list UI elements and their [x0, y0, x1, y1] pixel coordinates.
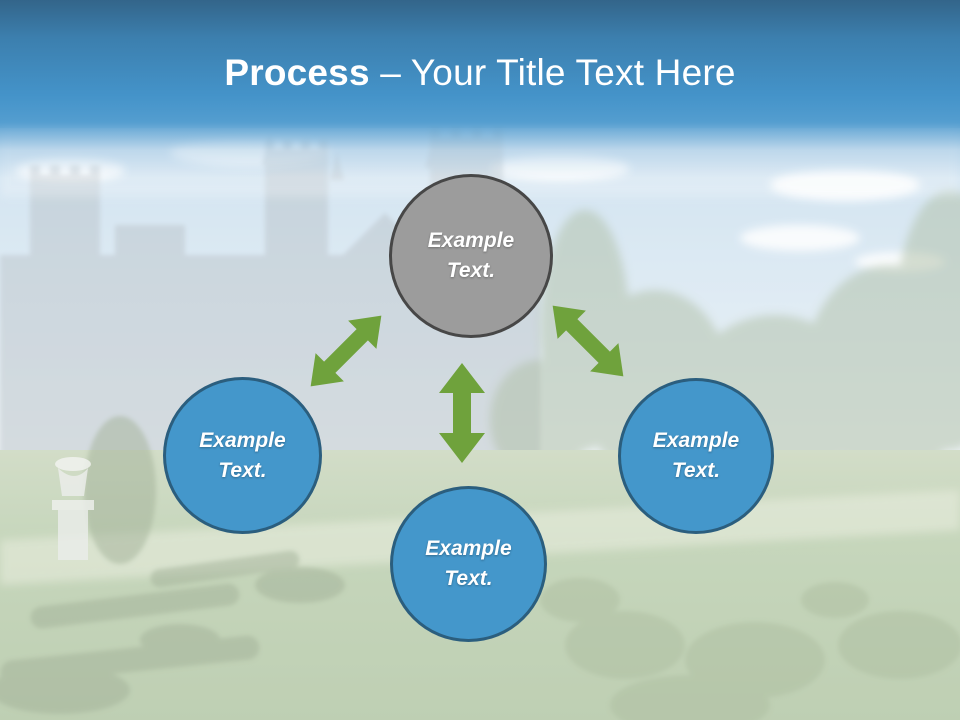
node-label-line2: Text. [671, 459, 721, 482]
slide-title-keyword: Process [224, 52, 370, 93]
node-label-line2: Text. [218, 458, 267, 482]
node-label-line2: Text. [444, 567, 493, 590]
node-label-line1: Example [199, 428, 286, 452]
node-label-line1: Example [652, 429, 740, 452]
node-left-circle: Example Text. [163, 377, 322, 534]
node-label-line1: Example [425, 537, 512, 560]
node-bottom-circle: Example Text. [390, 486, 547, 642]
node-top-circle: Example Text. [389, 174, 553, 338]
node-label-line2: Text. [446, 259, 496, 282]
double-arrow-topright-icon [536, 289, 639, 392]
slide-title: Process – Your Title Text Here [0, 52, 960, 94]
garden-statue [52, 457, 94, 560]
title-band: Process – Your Title Text Here [0, 0, 960, 178]
node-label-line1: Example [427, 229, 515, 252]
double-arrow-vertical-icon [435, 363, 489, 463]
node-right-circle: Example Text. [618, 378, 774, 534]
garden-bushes-right [540, 578, 960, 720]
slide-title-rest: – Your Title Text Here [380, 52, 736, 93]
garden-hedges-left [0, 416, 345, 714]
double-arrow-topleft-icon [294, 299, 397, 402]
